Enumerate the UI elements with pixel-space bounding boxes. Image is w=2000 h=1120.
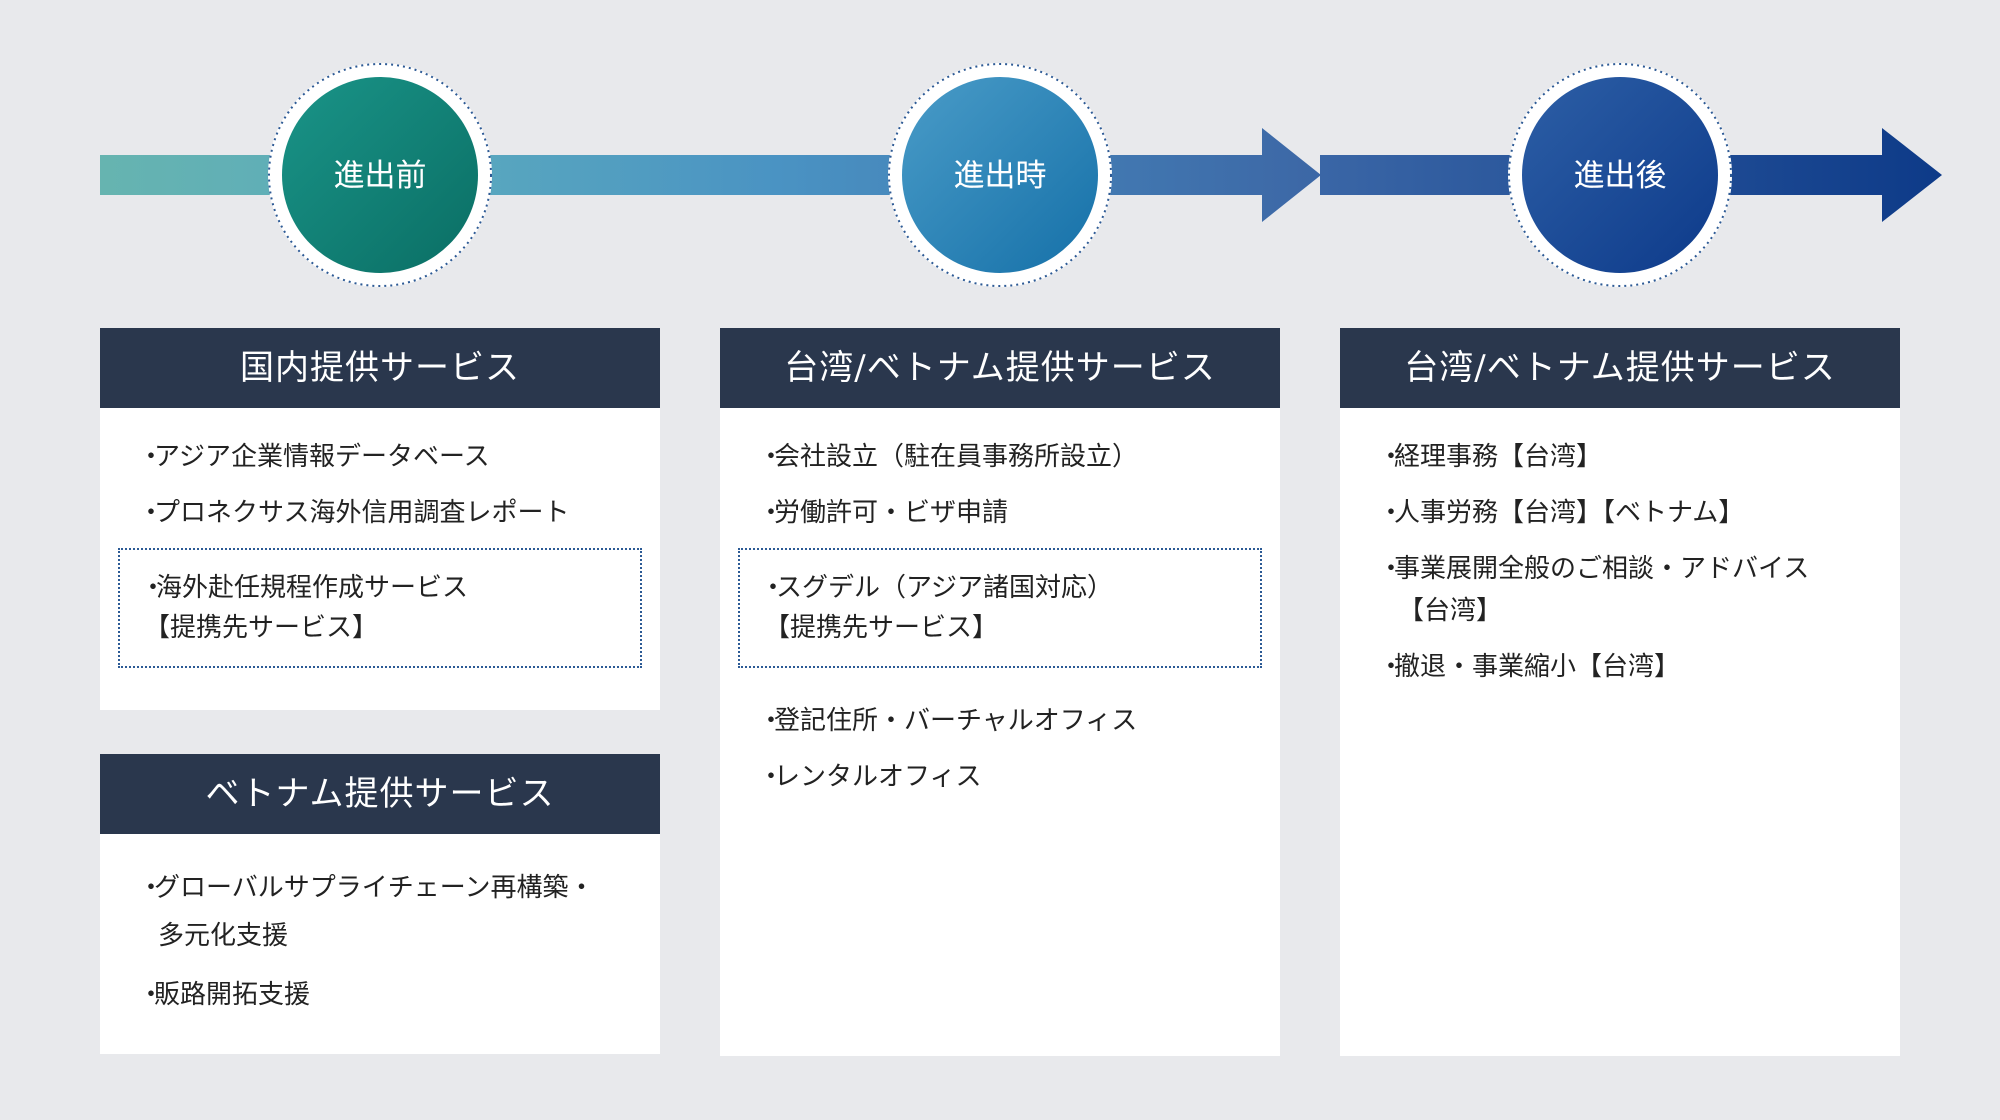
box-title: 台湾/ベトナム提供サービス	[1340, 328, 1900, 408]
service-item: スグデル（アジア諸国対応）	[764, 568, 1236, 608]
taiwan-vietnam-services-box: 台湾/ベトナム提供サービス 会社設立（駐在員事務所設立） 労働許可・ビザ申請 ス…	[720, 328, 1280, 1056]
box-title: 国内提供サービス	[100, 328, 660, 408]
service-item: 人事労務【台湾】【ベトナム】	[1382, 492, 1820, 534]
service-item: 販路開拓支援	[142, 974, 600, 1016]
service-item: 事業展開全般のご相談・アドバイス【台湾】	[1382, 548, 1820, 632]
stage-dotted-outline	[268, 63, 492, 287]
domestic-services-box: 国内提供サービス アジア企業情報データベース プロネクサス海外信用調査レポート …	[100, 328, 660, 710]
vietnam-services-box: ベトナム提供サービス グローバルサプライチェーン再構築・多元化支援 販路開拓支援	[100, 754, 660, 1054]
service-list: 会社設立（駐在員事務所設立） 労働許可・ビザ申請 スグデル（アジア諸国対応） 【…	[720, 408, 1280, 838]
column-during: 台湾/ベトナム提供サービス 会社設立（駐在員事務所設立） 労働許可・ビザ申請 ス…	[720, 328, 1280, 1056]
stage-circle	[902, 77, 1098, 273]
partner-service-block: 海外赴任規程作成サービス 【提携先サービス】	[118, 548, 642, 668]
service-item: 海外赴任規程作成サービス	[144, 568, 616, 608]
timeline-arrow-1	[100, 128, 1321, 222]
stage-circle	[1522, 77, 1718, 273]
stage-circle	[282, 77, 478, 273]
service-item: グローバルサプライチェーン再構築・多元化支援	[142, 864, 600, 960]
column-before: 国内提供サービス アジア企業情報データベース プロネクサス海外信用調査レポート …	[100, 328, 660, 1054]
stage-label: 進出前	[334, 158, 427, 194]
service-item: アジア企業情報データベース	[142, 436, 618, 478]
service-list: グローバルサプライチェーン再構築・多元化支援 販路開拓支援	[100, 834, 660, 1056]
box-title: 台湾/ベトナム提供サービス	[720, 328, 1280, 408]
service-item: レンタルオフィス	[762, 756, 1238, 798]
service-item: プロネクサス海外信用調査レポート	[142, 492, 618, 534]
column-after: 台湾/ベトナム提供サービス 経理事務【台湾】 人事労務【台湾】【ベトナム】 事業…	[1340, 328, 1900, 1056]
stage-after: 進出後	[1508, 63, 1732, 287]
stage-label: 進出後	[1574, 158, 1667, 194]
timeline: 進出前 進出時 進出後	[100, 63, 1942, 287]
box-title: ベトナム提供サービス	[100, 754, 660, 834]
service-item: 撤退・事業縮小【台湾】	[1382, 646, 1820, 688]
stage-during: 進出時	[888, 63, 1112, 287]
stage-before: 進出前	[268, 63, 492, 287]
service-list: アジア企業情報データベース プロネクサス海外信用調査レポート 海外赴任規程作成サ…	[100, 408, 660, 712]
service-item: 会社設立（駐在員事務所設立）	[762, 436, 1238, 478]
service-item: 登記住所・バーチャルオフィス	[762, 700, 1238, 742]
service-list: 経理事務【台湾】 人事労務【台湾】【ベトナム】 事業展開全般のご相談・アドバイス…	[1340, 408, 1900, 728]
partner-service-block: スグデル（アジア諸国対応） 【提携先サービス】	[738, 548, 1262, 668]
stage-label: 進出時	[954, 158, 1047, 194]
partner-tag: 【提携先サービス】	[764, 613, 999, 643]
stage-dotted-outline	[1508, 63, 1732, 287]
service-item: 労働許可・ビザ申請	[762, 492, 1238, 534]
stage-dotted-outline	[888, 63, 1112, 287]
service-item: 経理事務【台湾】	[1382, 436, 1820, 478]
partner-tag: 【提携先サービス】	[144, 613, 379, 643]
taiwan-vietnam-services-box: 台湾/ベトナム提供サービス 経理事務【台湾】 人事労務【台湾】【ベトナム】 事業…	[1340, 328, 1900, 1056]
